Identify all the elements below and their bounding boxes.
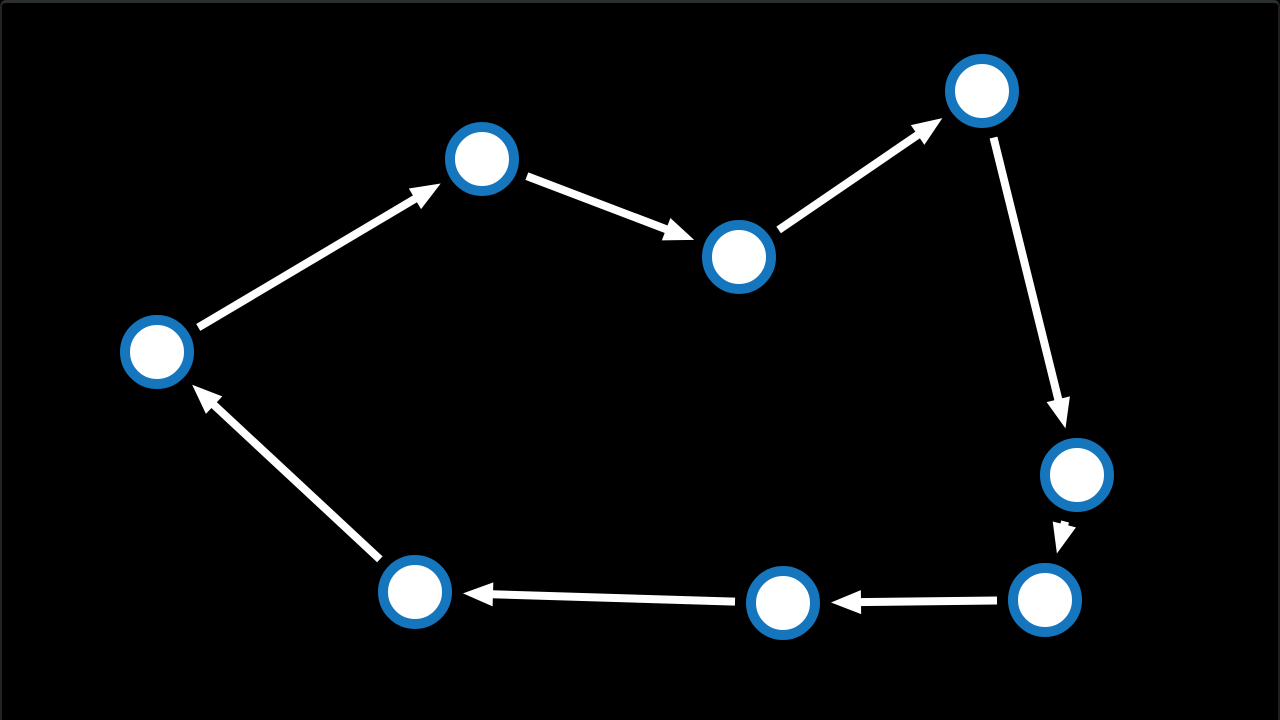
graph-node-n2	[445, 122, 519, 196]
edge-arrowhead-n4-n5	[1046, 396, 1070, 429]
edge-arrowhead-n2-n3	[661, 217, 695, 241]
graph-node-n6	[1008, 563, 1082, 637]
edge-line-n1-n2	[196, 192, 422, 331]
edge-line-n6-n7	[855, 596, 998, 607]
edge-arrowhead-n7-n8	[462, 582, 494, 607]
graph-node-n5	[1040, 438, 1114, 512]
edge-line-n4-n5	[989, 136, 1064, 406]
edge-arrowhead-n8-n1	[192, 384, 223, 414]
edge-arrowhead-n3-n4	[910, 118, 943, 145]
edge-line-n2-n3	[525, 172, 673, 235]
graph-node-n4	[945, 54, 1019, 128]
edge-line-n7-n8	[487, 590, 736, 606]
edge-arrowhead-n1-n2	[408, 183, 441, 210]
graph-node-n1	[120, 315, 194, 389]
edge-arrowhead-n6-n7	[830, 590, 862, 615]
edge-arrowhead-n5-n6	[1052, 521, 1076, 554]
edge-line-n3-n4	[776, 128, 924, 234]
graph-node-n3	[702, 220, 776, 294]
edge-line-n8-n1	[207, 398, 383, 563]
graph-node-n7	[746, 566, 820, 640]
graph-node-n8	[378, 555, 452, 629]
